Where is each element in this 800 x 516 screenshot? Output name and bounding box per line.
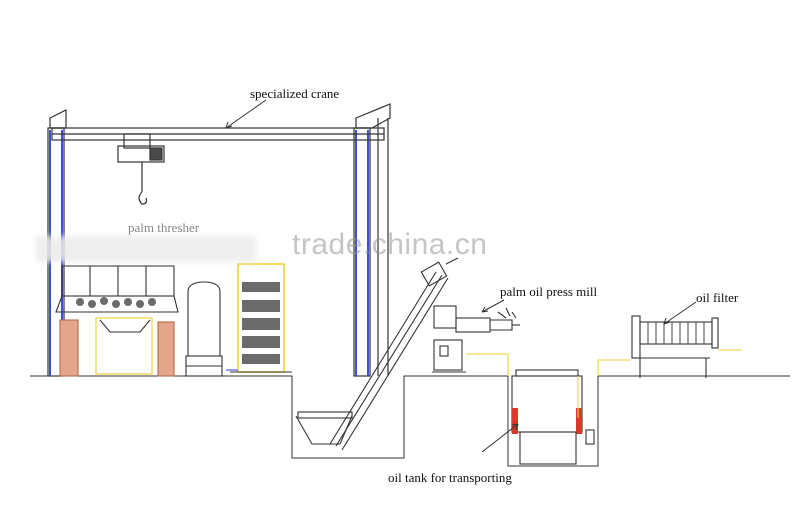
label-oil-filter: oil filter: [696, 290, 739, 305]
blurred-band: [36, 236, 256, 262]
ground-line: [30, 375, 790, 467]
label-palm-thresher: palm thresher: [128, 220, 200, 235]
sterilizer-tank: [185, 281, 223, 377]
label-oil-tank: oil tank for transporting: [388, 470, 512, 485]
watermark: trade.china.cn: [292, 228, 488, 261]
label-pointers: [225, 99, 697, 453]
press-mill: [432, 305, 520, 376]
oil-filter: [631, 315, 742, 378]
oil-tank: [511, 359, 630, 465]
inclined-conveyor: [295, 257, 459, 451]
fruit-tower: [226, 263, 292, 373]
label-specialized-crane: specialized crane: [250, 86, 340, 101]
label-press-mill: palm oil press mill: [500, 284, 598, 299]
palm-thresher: [55, 265, 179, 377]
crane-frame: [47, 103, 391, 377]
